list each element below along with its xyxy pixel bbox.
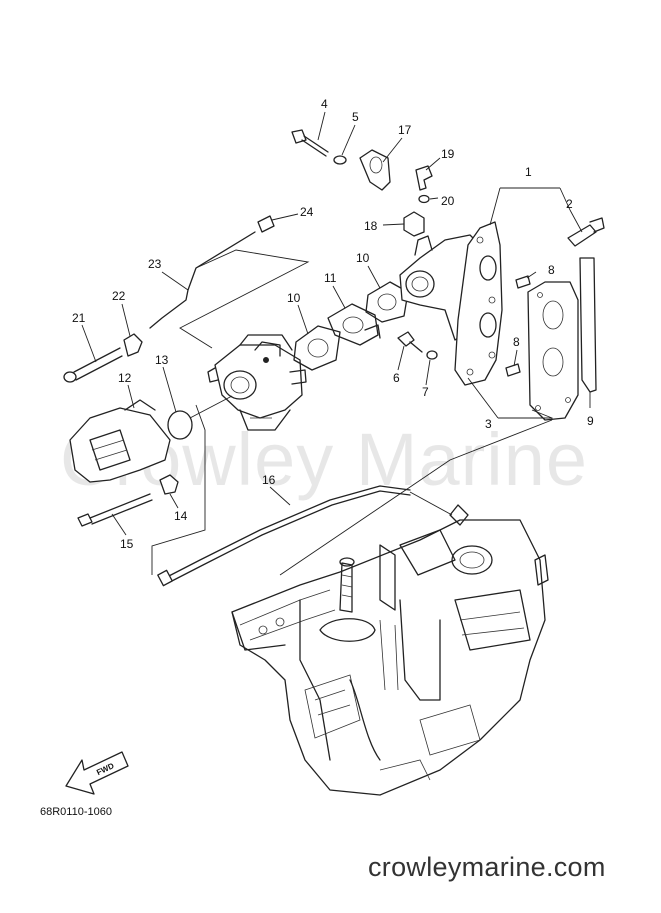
bolt-4 [291,129,329,157]
dowel-pin-lower [505,363,521,377]
washer-7 [426,350,438,360]
callout-2: 2 [566,197,573,211]
carb-gasket [293,325,341,371]
clip-24 [257,215,275,233]
washer-20 [418,194,430,204]
reference-code: 68R0110-1060 [40,806,112,818]
callout-11: 11 [324,271,337,285]
callout-14: 14 [174,509,188,523]
leader-lines [81,111,591,576]
callout-3: 3 [485,417,492,431]
dowel-pin-upper [515,275,531,289]
carburetor [207,334,307,431]
callout-23: 23 [148,257,162,271]
callout-13: 13 [155,353,169,367]
callout-18: 18 [364,219,378,233]
callout-22: 22 [112,289,126,303]
carb-spacer [327,303,381,346]
callout-12: 12 [118,371,132,385]
plate-gasket [527,281,579,421]
callout-10a: 10 [356,251,370,265]
fitting-and-hose [567,217,605,393]
callout-1: 1 [525,165,532,179]
callout-7: 7 [422,385,429,399]
callout-19: 19 [441,147,455,161]
callout-17: 17 [398,123,412,137]
cable-16 [164,485,411,579]
grommet-18 [403,211,425,237]
washer-5 [333,155,347,165]
callout-10b: 10 [287,291,301,305]
cable-16-inner [167,490,411,584]
intake-manifold [399,221,503,386]
bolt-15 [77,493,153,527]
callout-9: 9 [587,414,594,428]
bolt-19 [415,165,433,191]
bolt-6-shank [409,341,423,353]
manifold-gasket [365,281,409,323]
callout-8b: 8 [513,335,520,349]
cable-end [157,569,173,587]
link-rod-23 [149,231,256,329]
callout-24: 24 [300,205,314,219]
footer-site-name: crowleymarine.com [368,852,606,882]
callout-21: 21 [72,311,86,325]
nut-14 [159,474,179,495]
holder-22 [123,333,143,357]
callout-20: 20 [441,194,455,208]
callout-8a: 8 [548,263,555,277]
clamp-17 [359,149,391,191]
callout-6: 6 [393,371,400,385]
engine-block [231,504,549,796]
callout-16: 16 [262,473,276,487]
o-ring-13 [167,410,193,440]
bolt-21 [63,347,123,383]
fwd-arrow-icon: FWD [65,751,129,795]
callout-5: 5 [352,110,359,124]
callout-4: 4 [321,97,328,111]
callouts: 1 2 3 4 5 6 7 8 8 9 10 10 11 12 13 14 15… [72,97,594,551]
silencer-12 [69,399,171,483]
callout-15: 15 [120,537,134,551]
